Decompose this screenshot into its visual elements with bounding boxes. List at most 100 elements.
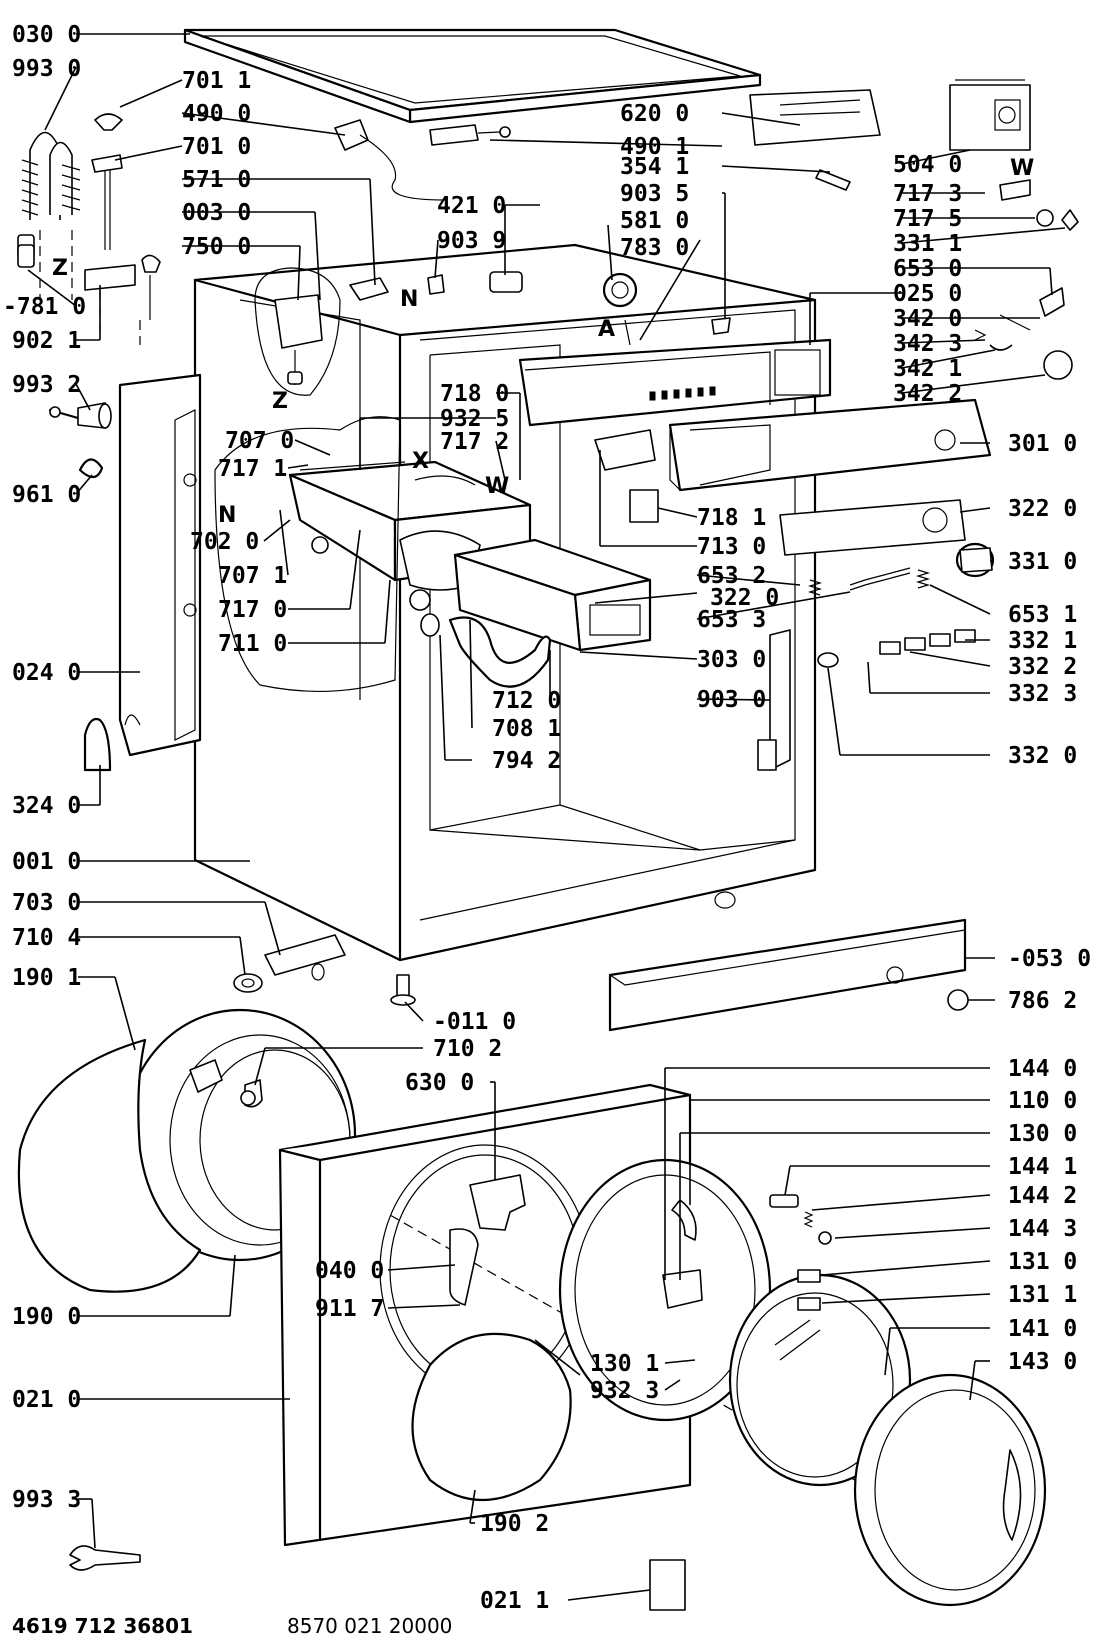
clip-717-shape: [999, 179, 1079, 231]
label-143-0: 143 0: [1008, 1349, 1077, 1375]
label-717-1: 717 1: [218, 456, 287, 482]
door-lock-shape: [469, 1174, 526, 1231]
label-322-0-b: 322 0: [710, 585, 779, 611]
dispenser-outline: [214, 416, 401, 693]
label-903-9: 903 9: [437, 228, 506, 254]
label-331-1: 331 1: [893, 231, 962, 257]
label-718-0: 718 0: [440, 381, 509, 407]
label-710-2: 710 2: [433, 1036, 502, 1062]
bracket-324-shape: [83, 717, 112, 772]
label-581-0: 581 0: [620, 208, 689, 234]
drawer-shape: [453, 538, 652, 652]
sensor-354-shape: [815, 169, 851, 191]
cable-shape: [334, 119, 511, 201]
label-342-3: 342 3: [893, 331, 962, 357]
switch-342-shape: [974, 287, 1073, 380]
label-342-0: 342 0: [893, 306, 962, 332]
label-040-0: 040 0: [315, 1258, 384, 1284]
label-902-1: 902 1: [12, 328, 81, 354]
label-130-0: 130 0: [1008, 1121, 1077, 1147]
label-003-0: 003 0: [182, 200, 251, 226]
door-frame-shape: [558, 1158, 772, 1422]
side-panel-shape: [118, 373, 202, 757]
facia-shape: [779, 499, 966, 556]
label-190-0: 190 0: [12, 1304, 81, 1330]
module-detail: [779, 99, 861, 116]
clip-9035-shape: [711, 317, 731, 335]
valve-outline: [254, 267, 341, 396]
label-794-2: 794 2: [492, 748, 561, 774]
front-panel-shape: [278, 1083, 961, 1547]
label-707-1: 707 1: [218, 563, 287, 589]
label-301-0: 301 0: [1008, 431, 1077, 457]
label-141-0: 141 0: [1008, 1316, 1077, 1342]
label-701-1: 701 1: [182, 68, 251, 94]
disc-door-shape: [411, 1332, 572, 1502]
drain-hose-shape: [420, 613, 552, 688]
letter-w-2: W: [1010, 156, 1034, 181]
label-021-1: 021 1: [480, 1588, 549, 1614]
label-710-4: 710 4: [12, 925, 81, 951]
footer-left-code: 4619 712 36801: [12, 1614, 193, 1638]
plinth-shape: [608, 918, 967, 1032]
label-701-0: 701 0: [182, 134, 251, 160]
label-144-2: 144 2: [1008, 1183, 1077, 1209]
letter-a: A: [598, 317, 615, 342]
label-130-1: 130 1: [590, 1351, 659, 1377]
knob-shape: [955, 542, 995, 578]
label-331-0: 331 0: [1008, 549, 1077, 575]
foot-7862-shape: [947, 989, 969, 1011]
label-190-2: 190 2: [480, 1511, 549, 1537]
label-750-0: 750 0: [182, 234, 251, 260]
spanner-shape: [69, 1545, 141, 1571]
label-332-0: 332 0: [1008, 743, 1077, 769]
label-932-3: 932 3: [590, 1378, 659, 1404]
label-708-1: 708 1: [492, 716, 561, 742]
letter-z-1: Z: [52, 256, 68, 281]
label-703-0: 703 0: [12, 890, 81, 916]
label-490-0: 490 0: [182, 101, 251, 127]
top-cover-shape: [183, 28, 762, 124]
label-504-0: 504 0: [893, 152, 962, 178]
label-781-0: -781 0: [3, 294, 86, 320]
spring-shape: [17, 131, 81, 300]
springs-653-shape: [807, 567, 931, 596]
label-030-0: 030 0: [12, 22, 81, 48]
letter-n-1: N: [400, 287, 418, 312]
label-110-0: 110 0: [1008, 1088, 1077, 1114]
label-025-0: 025 0: [893, 281, 962, 307]
label-717-5: 717 5: [893, 206, 962, 232]
filter-421-shape: [489, 271, 523, 293]
label-993-2: 993 2: [12, 372, 81, 398]
label-332-2: 332 2: [1008, 654, 1077, 680]
label-786-2: 786 2: [1008, 988, 1077, 1014]
label-011-0: -011 0: [433, 1009, 516, 1035]
label-653-3: 653 3: [697, 607, 766, 633]
label-190-1: 190 1: [12, 965, 81, 991]
label-630-0: 630 0: [405, 1070, 474, 1096]
clip-9039-shape: [427, 274, 445, 295]
illustration: [17, 28, 1079, 1611]
valve-shape: [349, 277, 389, 301]
support-718-shape: [629, 489, 659, 523]
filter-750-shape: [274, 294, 323, 349]
labels: 030 0 993 0 701 1 490 0 701 0 571 0 003 …: [3, 22, 1091, 1614]
label-131-0: 131 0: [1008, 1249, 1077, 1275]
label-993-0: 993 0: [12, 56, 81, 82]
label-053-0: -053 0: [1008, 946, 1091, 972]
panel-frame-shape: [518, 338, 832, 427]
label-717-2: 717 2: [440, 429, 509, 455]
label-421-0: 421 0: [437, 193, 506, 219]
disc-left-shape: [17, 1038, 202, 1293]
bracket-903-shape: [769, 629, 791, 771]
module-shape: [749, 89, 881, 146]
label-144-3: 144 3: [1008, 1216, 1077, 1242]
label-144-0: 144 0: [1008, 1056, 1077, 1082]
damper-shape: [84, 113, 161, 345]
label-932-5: 932 5: [440, 406, 509, 432]
label-653-1: 653 1: [1008, 602, 1077, 628]
label-324-0: 324 0: [12, 793, 81, 819]
label-342-2: 342 2: [893, 381, 962, 407]
leader-lines: [27, 33, 1066, 1601]
